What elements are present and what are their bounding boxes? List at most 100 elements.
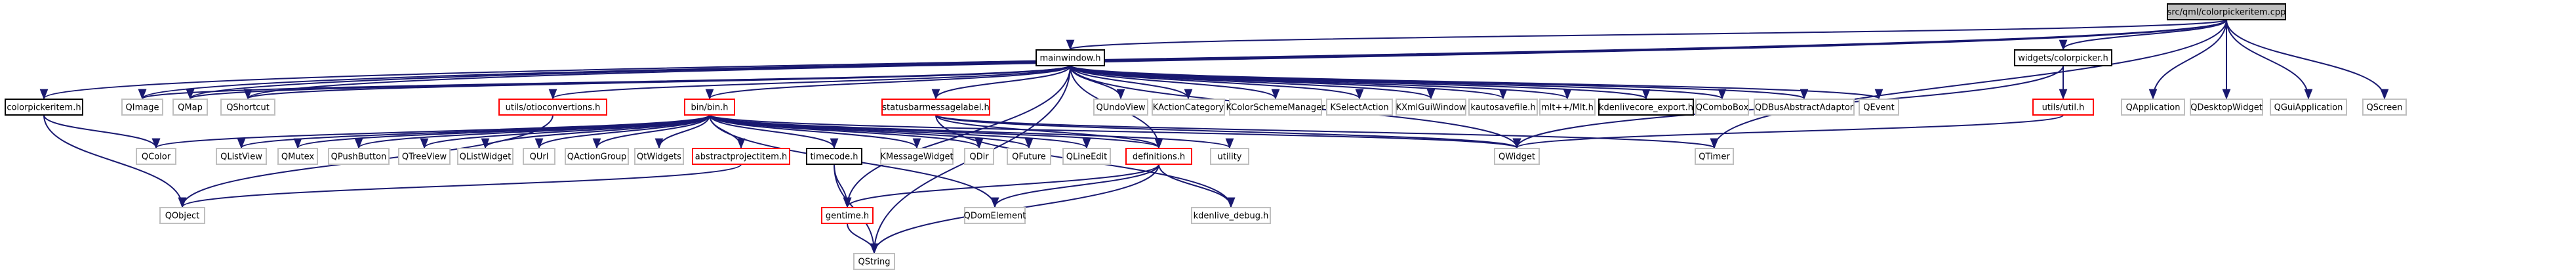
edge-root-to-QShortcut [244,19,2227,100]
edge-bin_bin_h-to-QLineEdit [709,114,1091,149]
node-QDBusAbstractAdaptor: QDBusAbstractAdaptor [1754,99,1855,116]
node-label-QTimer: QTimer [1699,152,1730,162]
node-box-QString [853,253,895,270]
node-box-bin_bin_h [684,99,735,116]
node-QImage: QImage [121,99,163,116]
node-KActionCategory: KActionCategory [1152,99,1225,116]
node-label-QtWidgets: QtWidgets [637,152,681,162]
edge-statusbarmessagelabel_h-to-definitions_h [935,114,1163,149]
edge-utils_util_h-to-QWidget [1513,114,2064,149]
node-definitions_h[interactable]: definitions.h [1125,148,1192,165]
node-mlt_h: mlt++/Mlt.h [1539,99,1596,116]
edge-timecode_h-to-gentime_h [834,164,852,208]
node-box-KMessageWidget [880,148,954,165]
node-box-QtWidgets [634,148,684,165]
node-root[interactable]: src/qml/colorpickeritem.cpp [2167,3,2286,20]
node-KXmlGuiWindow: KXmlGuiWindow [1396,99,1466,116]
node-label-utils_otioconvertions_h: utils/otioconvertions.h [506,103,601,113]
edge-definitions_h-to-QDomElement [990,164,1159,208]
node-box-utils_util_h [2032,99,2094,116]
node-KSelectAction: KSelectAction [1326,99,1393,116]
node-QColor: QColor [136,148,176,165]
node-QDir: QDir [964,148,994,165]
node-QLineEdit: QLineEdit [1062,148,1111,165]
edge-statusbarmessagelabel_h-to-QTimer [935,114,1718,149]
node-abstractprojectitem_h[interactable]: abstractprojectitem.h [692,148,790,165]
node-label-root: src/qml/colorpickeritem.cpp [2167,8,2286,18]
edge-statusbarmessagelabel_h-to-QWidget [935,114,1521,149]
node-box-QUrl [523,148,555,165]
edge-bin_bin_h-to-QTreeView [420,114,710,149]
node-label-KColorSchemeManager: KColorSchemeManager [1226,103,1325,113]
node-box-kdenlivecore_export_h [1598,99,1694,116]
node-QFuture: QFuture [1007,148,1051,165]
node-label-bin_bin_h: bin/bin.h [691,103,729,113]
node-colorpickeritem_h[interactable]: colorpickeritem.h [5,99,83,116]
node-QString: QString [853,253,895,270]
node-label-kautosavefile_h: kautosavefile.h [1470,103,1535,113]
edge-mainwindow_h-to-QEvent [1070,65,1883,100]
node-label-abstractprojectitem_h: abstractprojectitem.h [695,152,788,162]
node-QDesktopWidget: QDesktopWidget [2190,99,2263,116]
node-utility: utility [1210,148,1249,165]
node-QMutex: QMutex [277,148,318,165]
node-label-statusbarmessagelabel_h: statusbarmessagelabel.h [882,103,990,113]
edge-bin_bin_h-to-QMutex [293,114,710,149]
node-QListView: QListView [216,148,267,165]
node-bin_bin_h[interactable]: bin/bin.h [684,99,735,116]
node-label-QComboBox: QComboBox [1696,103,1749,113]
node-mainwindow_h[interactable]: mainwindow.h [1036,49,1105,66]
node-QShortcut: QShortcut [220,99,275,116]
node-box-QMutex [277,148,318,165]
edge-mainwindow_h-to-utils_otioconvertions_h [549,65,1071,100]
node-widgets_colorpicker_h[interactable]: widgets/colorpicker.h [2014,49,2112,66]
node-kdenlivecore_export_h[interactable]: kdenlivecore_export.h [1598,99,1694,116]
node-label-QGuiApplication: QGuiApplication [2274,103,2343,113]
node-gentime_h[interactable]: gentime.h [821,207,874,224]
edge-bin_bin_h-to-QPushButton [354,114,710,149]
node-QListWidget: QListWidget [457,148,513,165]
node-label-mainwindow_h: mainwindow.h [1040,54,1101,64]
node-QDomElement: QDomElement [964,207,1026,224]
node-QTreeView: QTreeView [398,148,451,165]
node-statusbarmessagelabel_h[interactable]: statusbarmessagelabel.h [881,99,990,116]
node-box-QListWidget [457,148,513,165]
node-box-QShortcut [220,99,275,116]
node-utils_otioconvertions_h[interactable]: utils/otioconvertions.h [498,99,607,116]
node-box-abstractprojectitem_h [692,148,790,165]
node-utils_util_h[interactable]: utils/util.h [2032,99,2094,116]
node-box-widgets_colorpicker_h [2014,49,2112,66]
edge-mainwindow_h-to-kdenlivecore_export_h [1070,65,1650,100]
edge-gentime_h-to-QString [847,223,879,254]
node-label-QMap: QMap [178,103,203,113]
node-QTimer: QTimer [1695,148,1734,165]
node-label-definitions_h: definitions.h [1133,152,1185,162]
node-label-QListWidget: QListWidget [460,152,512,162]
edge-root-to-QTimer [1710,19,2227,149]
node-label-KMessageWidget: KMessageWidget [880,152,953,162]
node-label-mlt_h: mlt++/Mlt.h [1541,103,1594,113]
edge-definitions_h-to-kdenlive_debug_h [1158,164,1236,208]
edge-bin_bin_h-to-QtWidgets [654,114,710,149]
node-label-QColor: QColor [142,152,171,162]
node-label-QPushButton: QPushButton [331,152,387,162]
node-box-QObject [159,207,205,224]
node-label-QLineEdit: QLineEdit [1066,152,1108,162]
edge-definitions_h-to-gentime_h [843,164,1159,208]
node-label-QUrl: QUrl [530,152,549,162]
edge-mainwindow_h-to-bin_bin_h [705,65,1071,100]
node-box-KActionCategory [1152,99,1225,116]
edge-mainwindow_h-to-statusbarmessagelabel_h [931,65,1071,100]
node-timecode_h[interactable]: timecode.h [806,148,862,165]
node-QScreen: QScreen [2362,99,2407,116]
node-box-QFuture [1007,148,1051,165]
node-box-QTreeView [398,148,451,165]
node-label-QDBusAbstractAdaptor: QDBusAbstractAdaptor [1755,103,1854,113]
edge-colorpickeritem_h-to-QColor [43,114,161,149]
edge-layer [40,19,2389,254]
node-label-QDir: QDir [969,152,989,162]
edge-root-to-QGuiApplication [2226,19,2313,100]
node-box-QActionGroup [565,148,629,165]
edge-mainwindow_h-to-KActionCategory [1070,65,1193,100]
node-box-KXmlGuiWindow [1396,99,1466,116]
